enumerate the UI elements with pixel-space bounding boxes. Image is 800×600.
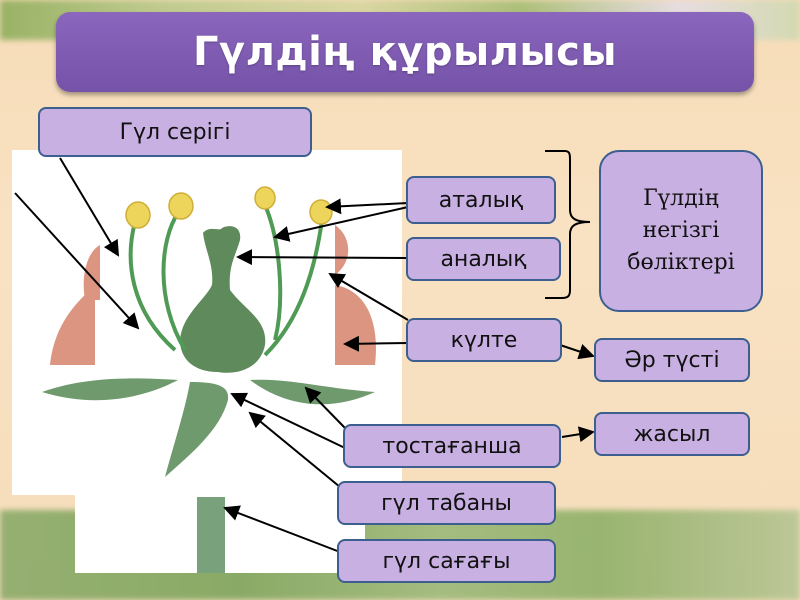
pistil-icon [180,226,266,373]
label-atalyq: аталық [406,176,556,224]
brace-icon [545,150,591,299]
label-zhasyl: жасыл [594,412,750,456]
label-ar-tusti: Әр түсті [594,338,750,382]
pointer-arrows [14,157,595,553]
label-main-parts: Гүлдің негізгі бөліктері [599,150,763,312]
label-gul-tabany: гүл табаны [337,481,556,525]
stamen-icon [128,204,324,357]
stalk-icon [197,497,225,573]
sepal-icon [42,378,375,477]
label-gul-serigi: Гүл серігі [38,107,312,157]
petal-icon [50,225,376,365]
label-tostagansha: тостағанша [343,424,561,468]
title-banner: Гүлдің құрылысы [56,12,754,92]
page-title: Гүлдің құрылысы [193,29,617,75]
label-kulte: күлте [406,318,562,362]
anther-icon [125,186,333,229]
label-analyq: аналық [406,237,561,281]
label-gul-sagagy: гүл сағағы [337,539,556,583]
